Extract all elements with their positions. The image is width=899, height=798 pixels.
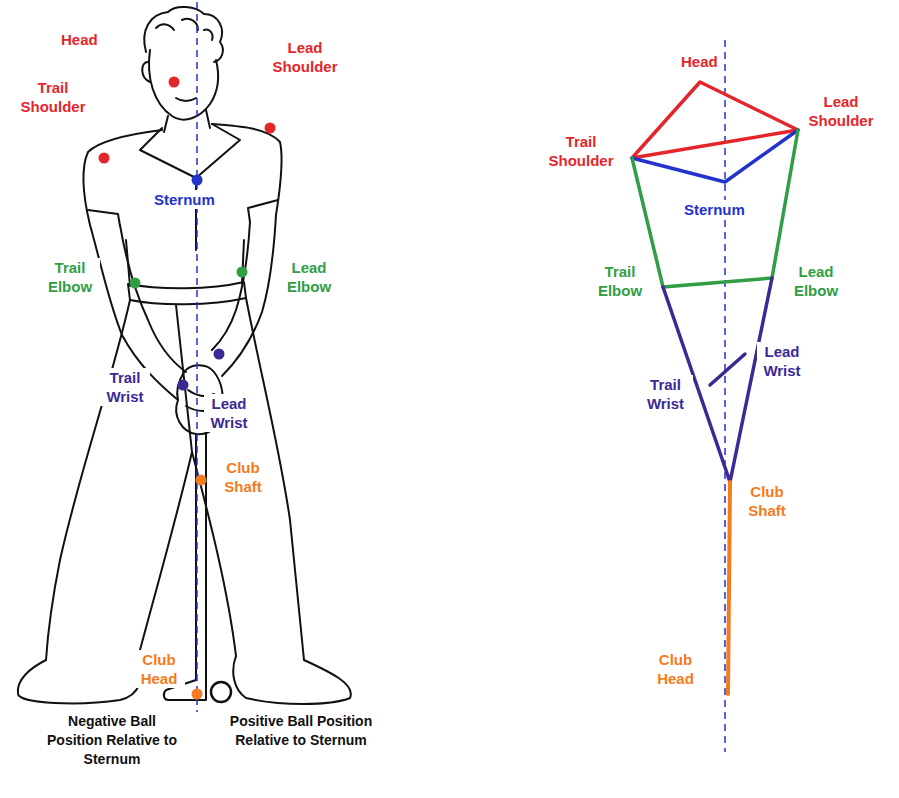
point-label: Trail Wrist [100, 368, 150, 406]
point-label: Lead Wrist [757, 342, 807, 380]
golf-ball [211, 682, 231, 702]
lead-sleeve [248, 200, 278, 222]
wrist-link [710, 354, 745, 385]
trail-shoulder-outline [84, 130, 162, 225]
ball-position-note: Negative Ball Position Relative to Stern… [38, 712, 186, 769]
sternum-reference-line [724, 40, 726, 752]
marker-dots [99, 77, 276, 700]
face [149, 50, 218, 120]
point-label: Trail Elbow [590, 262, 650, 300]
point-label: Lead Wrist [204, 394, 254, 432]
point-label: Club Shaft [218, 458, 268, 496]
point-label: Trail Wrist [638, 375, 693, 413]
point-label: Trail Shoulder [8, 78, 98, 116]
point-label: Sternum [683, 200, 746, 219]
sternum-reference-line [196, 2, 198, 712]
point-label: Head [60, 30, 99, 49]
point-label: Trail Shoulder [535, 132, 627, 170]
hair-curls [156, 19, 213, 40]
point-label: Club Head [133, 650, 185, 688]
lead-elbow-dot [237, 267, 248, 278]
trail-shoulder-dot [99, 153, 110, 164]
point-label: Lead Elbow [785, 262, 847, 300]
club-shaft-dot [196, 475, 207, 486]
trail-wrist-dot [178, 380, 189, 391]
sternum-dot [192, 175, 203, 186]
ear [142, 62, 150, 82]
point-label: Sternum [153, 190, 216, 209]
lead-wrist-dot [214, 349, 225, 360]
fly [176, 305, 192, 452]
sternum-links [632, 130, 798, 182]
trail-sleeve [88, 210, 120, 226]
point-label: Trail Elbow [40, 258, 100, 296]
point-label: Club Head [648, 650, 703, 688]
point-label: Head [680, 52, 719, 71]
belt [128, 282, 246, 304]
trail-elbow-dot [130, 278, 141, 289]
point-label: Lead Elbow [278, 258, 340, 296]
head-dot [169, 77, 180, 88]
point-label: Club Shaft [742, 482, 792, 520]
hair [144, 7, 223, 62]
point-label: Lead Shoulder [800, 92, 882, 130]
trail-shoe [18, 650, 142, 703]
mouth [176, 98, 196, 101]
lead-shoulder-dot [265, 123, 276, 134]
torso-sides [126, 240, 244, 286]
point-label: Lead Shoulder [264, 38, 346, 76]
ball-position-note: Positive Ball Position Relative to Stern… [226, 712, 376, 750]
collar [140, 124, 240, 178]
club-shaft-line [728, 482, 730, 694]
upper-arm-links [632, 130, 798, 287]
lead-shoe [233, 656, 351, 704]
trail-leg-outer [46, 300, 130, 660]
stick-model [632, 82, 798, 694]
neck [164, 110, 210, 132]
club-head-dot [192, 689, 203, 700]
trail-leg-inner [140, 452, 192, 650]
